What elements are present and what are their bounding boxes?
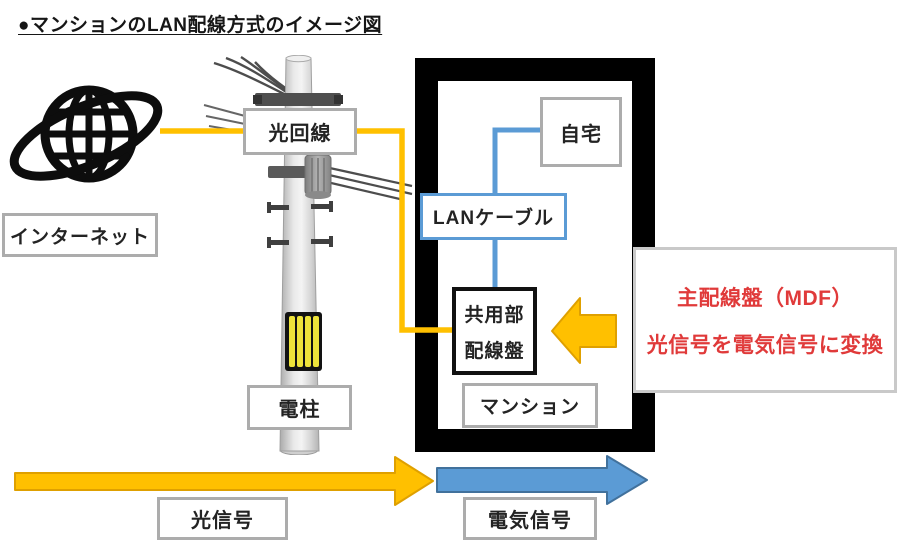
lan-cable-label-box: LANケーブル	[420, 193, 567, 240]
optical-signal-label: 光信号	[191, 510, 254, 532]
internet-label-box: インターネット	[2, 213, 158, 257]
optical-line-label: 光回線	[268, 123, 332, 145]
electric-signal-label: 電気信号	[488, 510, 572, 532]
optical-signal-label-box: 光信号	[157, 497, 288, 540]
lan-cable-label: LANケーブル	[433, 208, 554, 229]
shared-wiring-panel-box: 共用部 配線盤	[452, 287, 537, 375]
shared-panel-line2: 配線盤	[464, 340, 525, 362]
home-label: 自宅	[560, 123, 602, 146]
internet-label: インターネット	[9, 226, 150, 248]
page-title: ●マンションのLAN配線方式のイメージ図	[18, 15, 383, 36]
shared-panel-line1: 共用部	[464, 304, 525, 326]
globe-icon	[9, 85, 163, 183]
mansion-label: マンション	[479, 397, 580, 418]
mdf-callout-line1: 主配線盤（MDF）	[677, 286, 853, 310]
pole-label-box: 電柱	[247, 385, 352, 430]
electric-signal-label-box: 電気信号	[463, 497, 597, 540]
mdf-callout-line2: 光信号を電気信号に変換	[646, 333, 884, 357]
home-label-box: 自宅	[540, 97, 622, 167]
optical-line-label-box: 光回線	[243, 108, 357, 155]
mdf-callout-box: 主配線盤（MDF） 光信号を電気信号に変換	[633, 247, 897, 393]
pole-label: 電柱	[278, 399, 321, 421]
mansion-label-box: マンション	[462, 383, 598, 428]
